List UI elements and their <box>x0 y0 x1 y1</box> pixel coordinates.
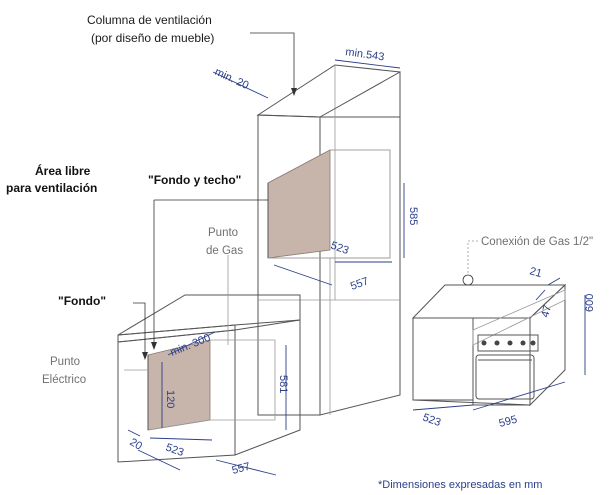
dim-column-min-gap: min. 20 <box>213 66 251 92</box>
dim-base-gap: 20 <box>128 436 145 453</box>
dim-column-depth: 523 <box>329 240 350 258</box>
dim-base-depth: 523 <box>164 442 185 460</box>
punto-electrico-label-2: Eléctrico <box>42 374 86 386</box>
fondo-techo-label: "Fondo y techo" <box>148 173 241 187</box>
dim-base-height-right: 581 <box>277 375 289 393</box>
oven-dimensions <box>412 277 586 411</box>
base-dimensions <box>127 331 287 476</box>
dim-oven-depth: 523 <box>421 412 442 430</box>
columna-label-1: Columna de ventilación <box>87 13 212 27</box>
dim-oven-height: 600 <box>584 294 596 312</box>
dim-oven-panel: 47 <box>539 304 554 319</box>
punto-gas-label-2: de Gas <box>206 245 243 257</box>
gas-connector-icon <box>462 274 474 286</box>
dim-base-width: 557 <box>231 461 252 477</box>
oven <box>411 274 567 407</box>
fondo-label: "Fondo" <box>58 294 106 308</box>
base-cabinet <box>117 294 301 463</box>
dim-base-height-left: 120 <box>164 390 176 408</box>
area-label-2: para ventilación <box>6 181 97 195</box>
punto-electrico-label-1: Punto <box>50 356 80 368</box>
callouts <box>124 32 478 371</box>
column-ventilation-area <box>267 149 331 259</box>
columna-label-2: (por diseño de mueble) <box>91 31 214 45</box>
dim-column-min-width: min.543 <box>345 46 385 63</box>
dim-oven-width: 595 <box>498 414 519 430</box>
dim-oven-top-offset: 21 <box>528 265 543 280</box>
dim-column-width: 557 <box>349 275 370 293</box>
column-cabinet <box>256 64 401 416</box>
column-dimensions <box>212 59 405 286</box>
footnote: *Dimensiones expresadas en mm <box>378 479 542 491</box>
dim-column-height: 585 <box>407 207 419 225</box>
area-label-1: Área libre <box>35 163 91 178</box>
punto-gas-label-1: Punto <box>208 227 238 239</box>
conexion-gas-label: Conexión de Gas 1/2" <box>481 236 593 248</box>
